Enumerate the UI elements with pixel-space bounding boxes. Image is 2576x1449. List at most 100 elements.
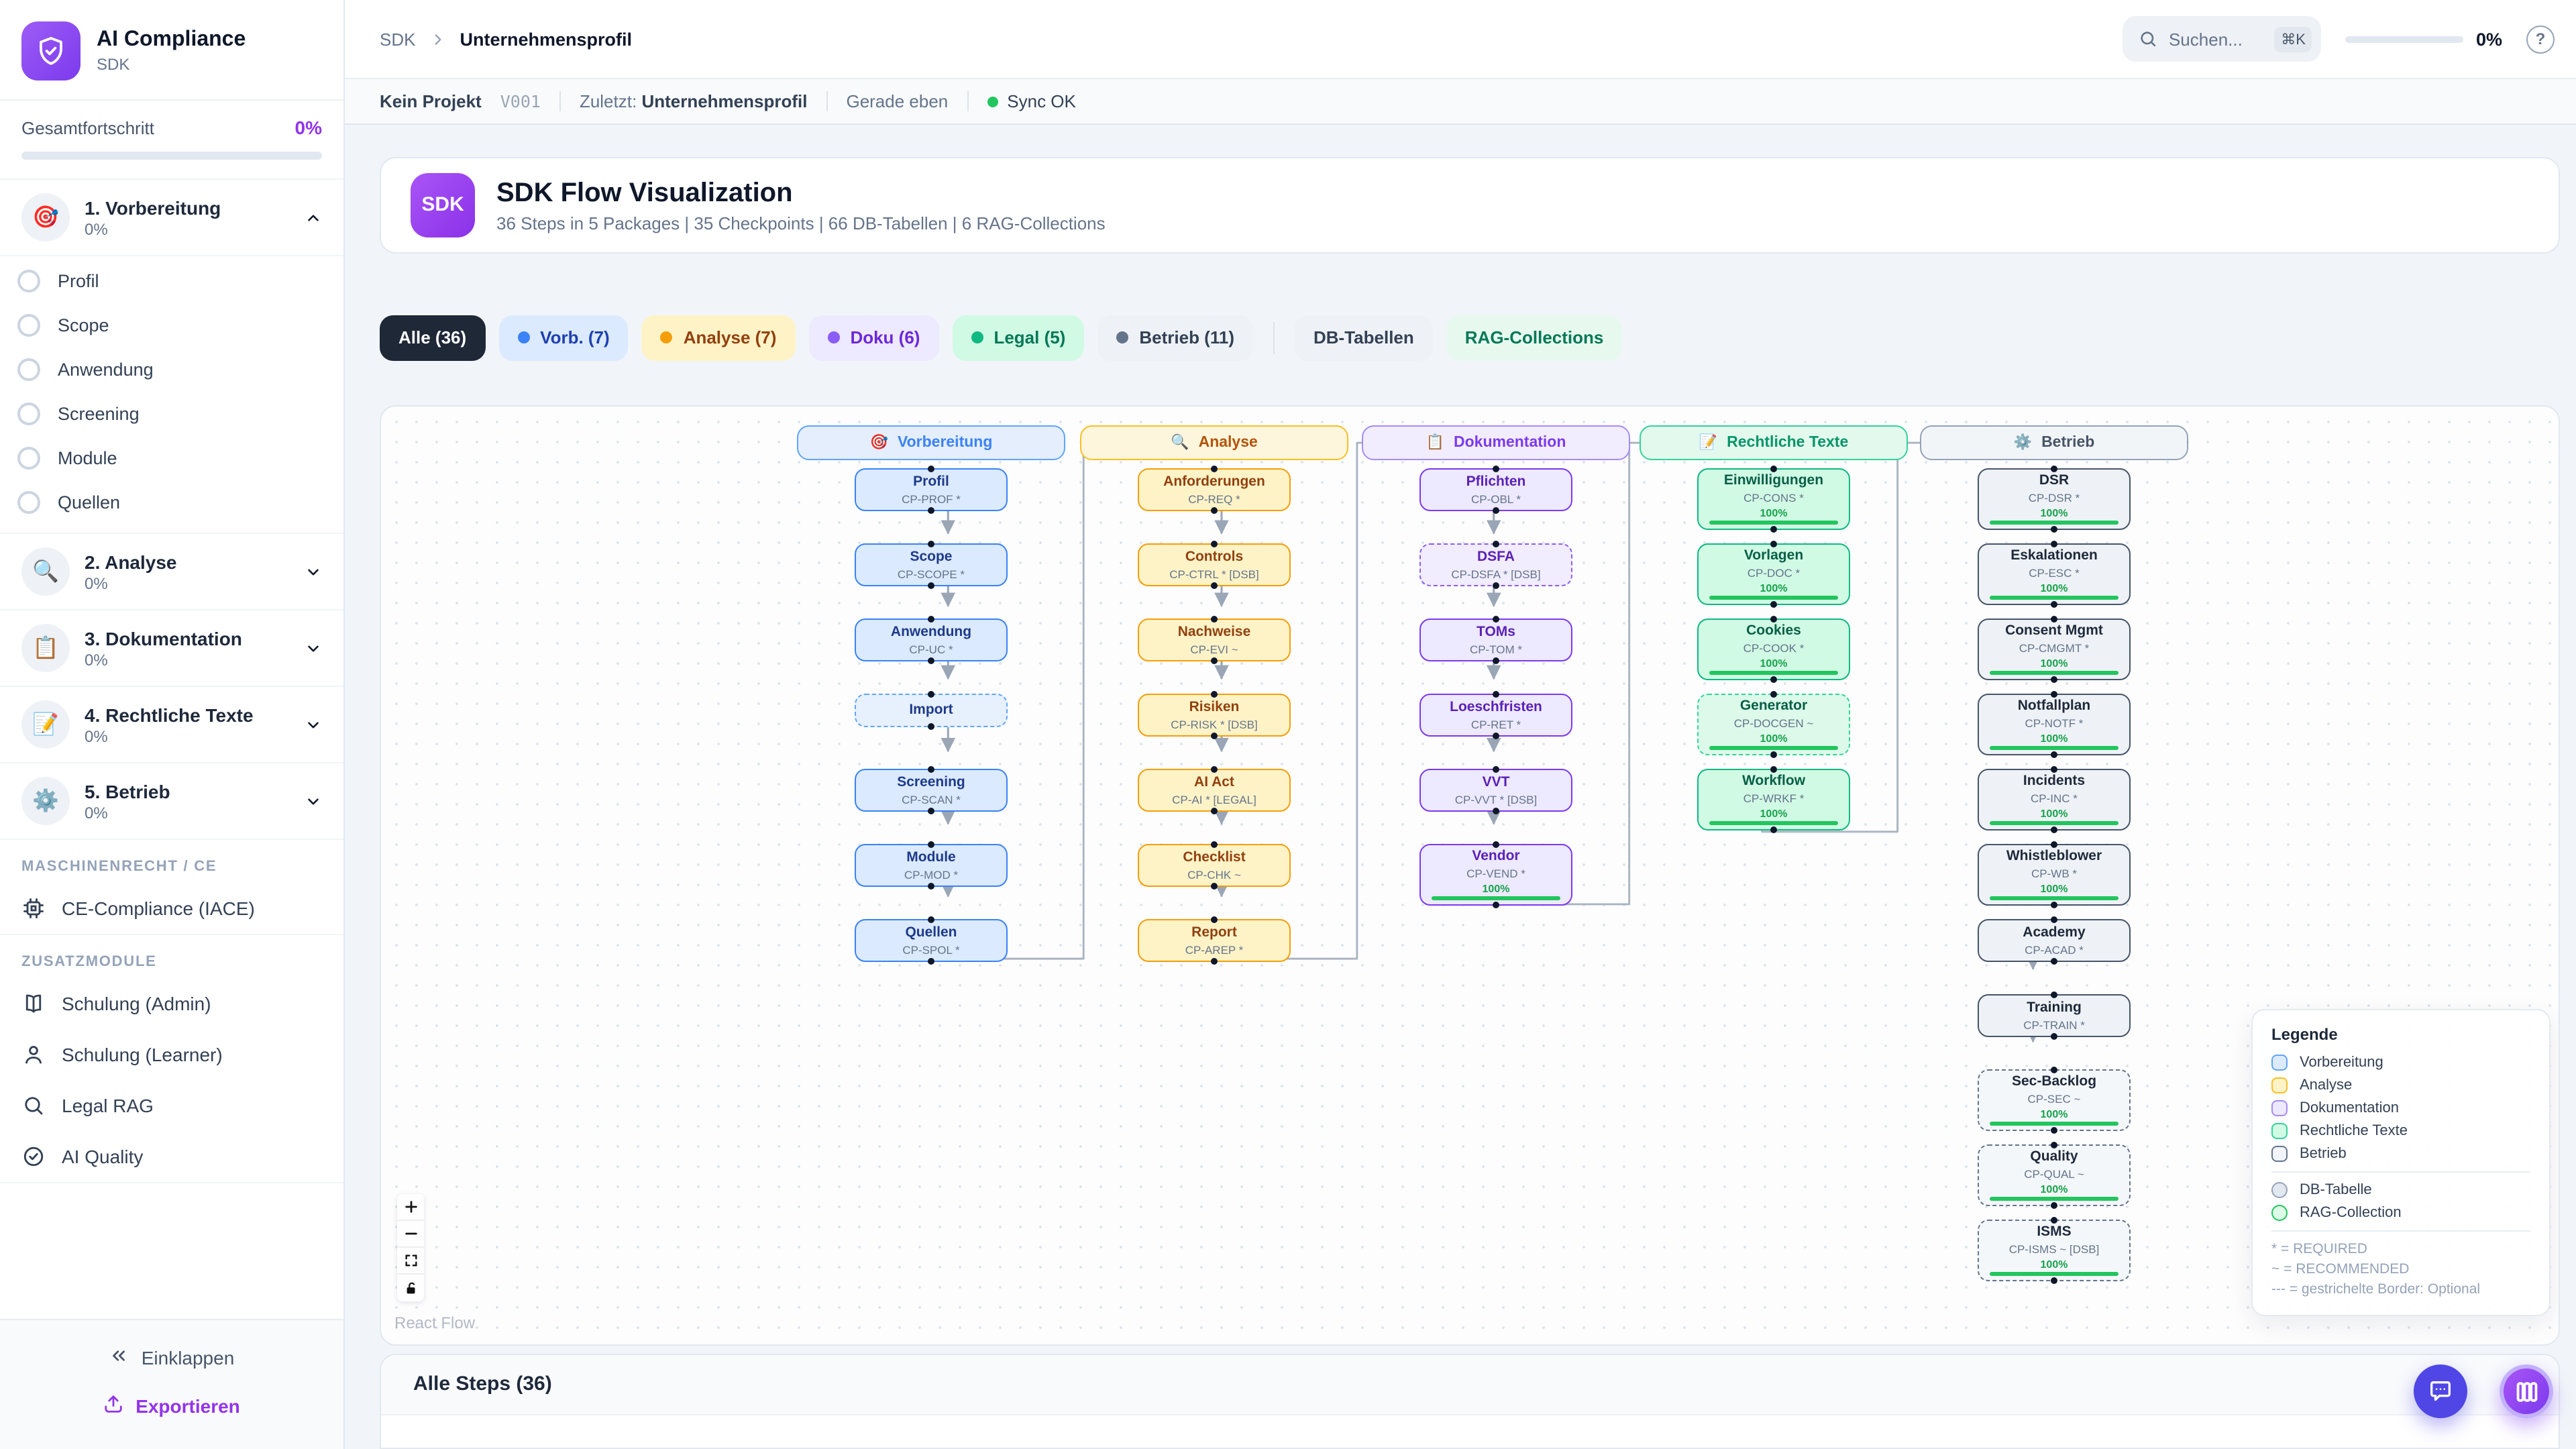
- node-handle-top: [928, 765, 934, 773]
- sidebar-item-ai-quality[interactable]: AI Quality: [0, 1131, 343, 1182]
- chat-fab-button[interactable]: [2414, 1364, 2467, 1418]
- filter-pill-db-tabellen[interactable]: DB-Tabellen: [1295, 315, 1433, 361]
- zoom-out-button[interactable]: [397, 1221, 424, 1248]
- step-item-module[interactable]: Module: [0, 436, 343, 480]
- react-flow-attribution[interactable]: React Flow: [394, 1313, 476, 1333]
- package-header-dokumentation[interactable]: 📋Dokumentation: [1362, 425, 1630, 460]
- header-progress-bar: [2345, 36, 2464, 42]
- kanban-fab-button[interactable]: [2500, 1364, 2553, 1418]
- package-header-label: Rechtliche Texte: [1727, 434, 1849, 451]
- package-header-betrieb[interactable]: ⚙️Betrieb: [1920, 425, 2188, 460]
- node-handle-top: [2051, 991, 2057, 998]
- step-item-screening[interactable]: Screening: [0, 392, 343, 436]
- version-badge: V001: [500, 91, 541, 111]
- sidebar-item-schulung-learner-[interactable]: Schulung (Learner): [0, 1029, 343, 1080]
- node-handle-bottom: [2051, 1201, 2057, 1209]
- filter-pill-alle-36-[interactable]: Alle (36): [380, 315, 486, 361]
- collapse-sidebar-button[interactable]: Einklappen: [0, 1334, 343, 1382]
- zoom-in-button[interactable]: [397, 1194, 424, 1222]
- sdk-badge: SDK: [411, 172, 475, 237]
- step-item-scope[interactable]: Scope: [0, 303, 343, 347]
- node-title: Pflichten: [1466, 473, 1526, 490]
- sidebar-item-ce-compliance-iace-[interactable]: CE-Compliance (IACE): [0, 883, 343, 934]
- node-handle-top: [2051, 765, 2057, 773]
- node-title: Import: [909, 702, 953, 718]
- node-code: CP-AREP *: [1185, 943, 1244, 957]
- package-header-analyse[interactable]: 🔍Analyse: [1080, 425, 1348, 460]
- node-code: CP-VEND *: [1466, 866, 1525, 880]
- breadcrumb-root[interactable]: SDK: [380, 29, 416, 49]
- filter-pill-label: Betrieb (11): [1139, 327, 1234, 348]
- export-button[interactable]: Exportieren: [0, 1382, 343, 1430]
- filter-pill-doku-6-[interactable]: Doku (6): [808, 315, 939, 361]
- search-input[interactable]: Suchen... ⌘K: [2123, 16, 2322, 62]
- node-progress-value: 100%: [1760, 506, 1788, 519]
- step-item-anwendung[interactable]: Anwendung: [0, 347, 343, 392]
- sidebar-item-legal-rag[interactable]: Legal RAG: [0, 1080, 343, 1131]
- help-icon[interactable]: ?: [2526, 25, 2555, 53]
- package-header-rechtliche-texte[interactable]: 📝Rechtliche Texte: [1640, 425, 1908, 460]
- filter-pill-vorb-7-[interactable]: Vorb. (7): [498, 315, 629, 361]
- filter-pill-legal-5-[interactable]: Legal (5): [952, 315, 1085, 361]
- filter-pill-rag-collections[interactable]: RAG-Collections: [1446, 315, 1623, 361]
- lock-button[interactable]: [397, 1275, 424, 1302]
- filter-pill-betrieb-11-[interactable]: Betrieb (11): [1097, 315, 1253, 361]
- sync-status: Sync OK: [987, 91, 1076, 111]
- step-item-profil[interactable]: Profil: [0, 259, 343, 303]
- filter-pill-label: Analyse (7): [683, 327, 777, 348]
- node-progress-bar: [1990, 1122, 2118, 1126]
- legend-item: RAG-Collection: [2271, 1204, 2530, 1221]
- node-handle-top: [928, 465, 934, 472]
- package-header-label: Analyse: [1198, 434, 1258, 451]
- filter-pill-analyse-7-[interactable]: Analyse (7): [641, 315, 796, 361]
- node-handle-top: [1211, 841, 1218, 848]
- step-item-quellen[interactable]: Quellen: [0, 480, 343, 525]
- flow-node-import[interactable]: Import: [855, 690, 1008, 730]
- package-header-vorbereitung[interactable]: 🎯Vorbereitung: [797, 425, 1065, 460]
- sidebar-item-schulung-admin-[interactable]: Schulung (Admin): [0, 978, 343, 1029]
- fit-view-button[interactable]: [397, 1248, 424, 1275]
